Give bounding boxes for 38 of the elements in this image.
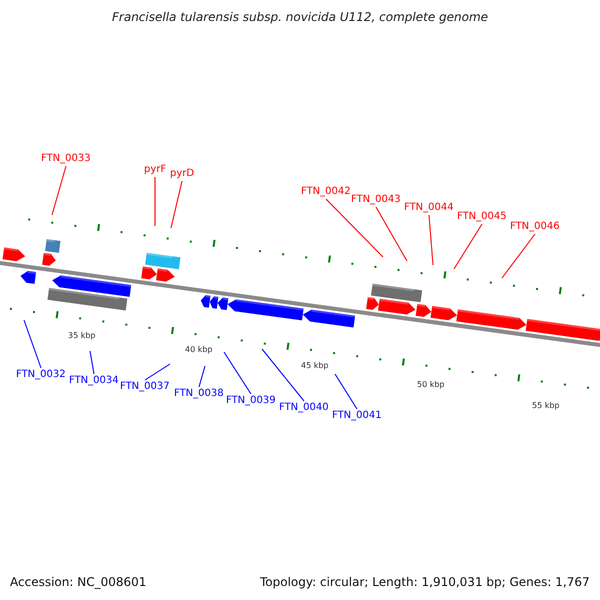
gene-label: FTN_0044 bbox=[404, 202, 454, 214]
leader-line bbox=[170, 180, 182, 228]
gene-label: FTN_0041 bbox=[332, 410, 382, 422]
scale-label: 35 kbp bbox=[68, 330, 96, 342]
leader-line bbox=[376, 206, 408, 262]
leader-line bbox=[334, 374, 358, 410]
leader-line bbox=[90, 350, 94, 374]
gene-label: FTN_0039 bbox=[226, 395, 276, 407]
genome-info-text: Topology: circular; Length: 1,910,031 bp; Genes: 1,767 bbox=[260, 576, 590, 588]
leader-line bbox=[154, 176, 156, 226]
leader-line bbox=[24, 320, 42, 368]
gene-label: FTN_0040 bbox=[279, 402, 329, 414]
leader-line bbox=[428, 214, 434, 266]
gene-label: FTN_0037 bbox=[120, 381, 170, 393]
leader-line bbox=[52, 166, 66, 216]
leader-line bbox=[454, 224, 482, 270]
scale-label: 40 kbp bbox=[185, 344, 213, 356]
gene-label: FTN_0043 bbox=[351, 194, 401, 206]
gene-label: FTN_0033 bbox=[41, 153, 91, 165]
leader-line bbox=[502, 234, 536, 278]
gene-label: FTN_0038 bbox=[174, 388, 224, 400]
leader-line bbox=[224, 352, 252, 394]
gene-label: FTN_0042 bbox=[301, 186, 351, 198]
scale-label: 55 kbp bbox=[532, 400, 560, 412]
scale-label: 50 kbp bbox=[417, 379, 445, 391]
gene-label: FTN_0045 bbox=[457, 211, 507, 223]
map-title: Francisella tularensis subsp. novicida U112, complete genome bbox=[112, 11, 488, 23]
gene-label: pyrF bbox=[144, 164, 166, 176]
accession-text: Accession: NC_008601 bbox=[10, 576, 146, 588]
scale-label: 45 kbp bbox=[301, 360, 329, 372]
gene-label: FTN_0046 bbox=[510, 221, 560, 233]
leader-line bbox=[198, 366, 206, 388]
gene-label: FTN_0034 bbox=[69, 375, 119, 387]
gene-label: pyrD bbox=[170, 168, 194, 180]
leader-line bbox=[326, 198, 384, 258]
gene-label: FTN_0032 bbox=[16, 369, 66, 381]
leader-line bbox=[144, 364, 170, 380]
leader-line bbox=[262, 348, 304, 402]
